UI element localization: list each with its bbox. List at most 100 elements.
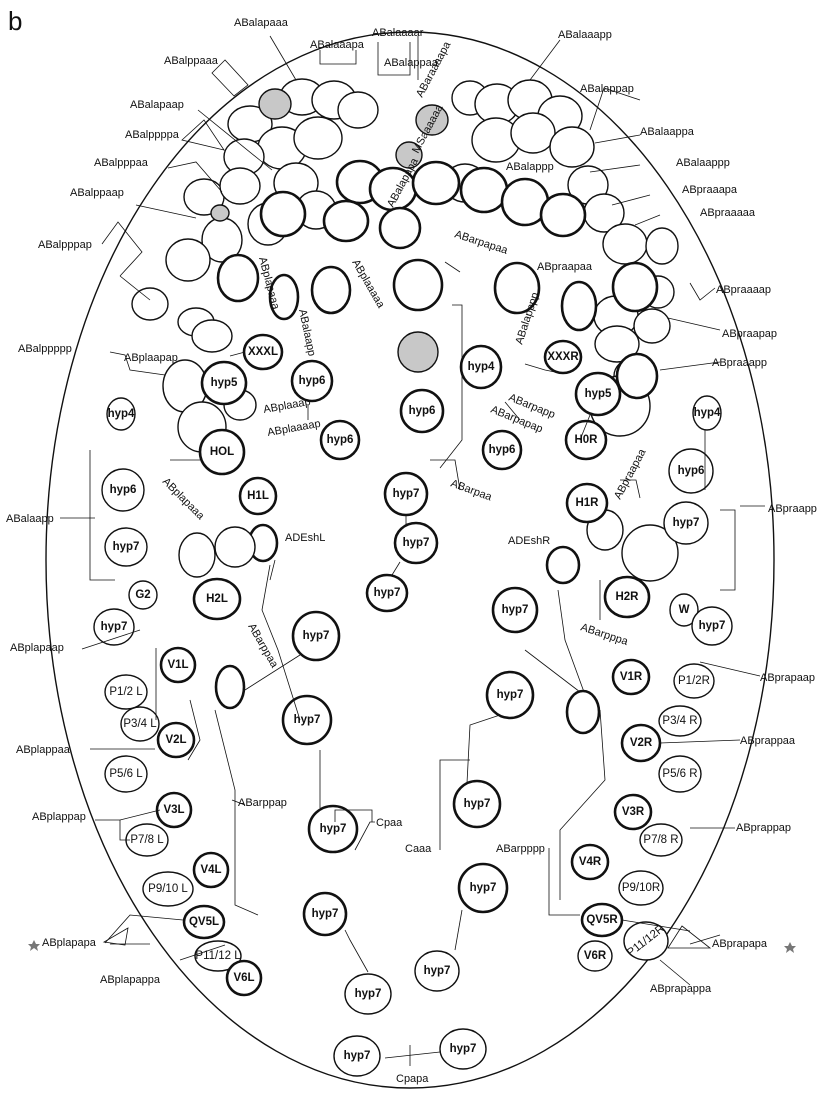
label-hol: HOL [210, 446, 234, 458]
label-hyp6-center: hyp6 [409, 405, 436, 417]
label-hyp7-right-a: hyp7 [673, 517, 700, 529]
cell [562, 282, 596, 330]
label-h2l: H2L [206, 593, 228, 605]
label-hyp7-c4: hyp7 [303, 630, 330, 642]
label-hyp6-left: hyp6 [110, 484, 137, 496]
label-v3r: V3R [622, 806, 645, 818]
lineage-label: ABplapaaa [160, 476, 207, 523]
label-v1r: V1R [620, 671, 643, 683]
cell [413, 162, 459, 204]
lineage-label: ABalppppa [125, 129, 180, 141]
label-hyp7-c2: hyp7 [403, 537, 430, 549]
lineage-label: ABpraaapa [682, 184, 738, 196]
label-qv5l: QV5L [189, 916, 219, 928]
cell [613, 263, 657, 311]
lineage-label: ABprapappa [650, 983, 712, 995]
cell [132, 288, 168, 320]
cell [603, 224, 647, 264]
lineage-label: ABplappap [32, 811, 86, 823]
cell [261, 192, 305, 236]
label-hyp6-center-r: hyp6 [489, 444, 516, 456]
cell [166, 239, 210, 281]
lineage-label: ABarppaa [245, 622, 280, 671]
label-p5-6l: P5/6 L [109, 768, 143, 780]
cell [541, 194, 585, 236]
cell [567, 691, 599, 733]
lineage-label: ABpraaaap [716, 284, 771, 296]
lineage-label: ABpraapaa [537, 261, 593, 273]
cell [634, 309, 670, 343]
cell [511, 113, 555, 153]
label-h2r: H2R [615, 591, 639, 603]
lineage-label: ABarpapaa [453, 228, 510, 257]
lineage-label: ABplappaa [16, 744, 71, 756]
label-v6r: V6R [584, 950, 607, 962]
cell [220, 168, 260, 204]
label-hyp7-c9: hyp7 [344, 1050, 371, 1062]
star-marker-left [28, 940, 40, 951]
lineage-label: ABalpppaa [94, 157, 149, 169]
label-hyp7-c14: hyp7 [497, 689, 524, 701]
label-p5-6r: P5/6 R [662, 768, 697, 780]
cell [192, 320, 232, 352]
lineage-label: ABpraapaa [612, 446, 649, 501]
label-p9-10r: P9/10R [622, 882, 660, 894]
label-p7-8r: P7/8 R [643, 834, 678, 846]
label-v2l: V2L [165, 734, 186, 746]
label-hyp7-c6: hyp7 [320, 823, 347, 835]
lineage-label: ABalpppap [38, 239, 92, 251]
cell [550, 127, 594, 167]
label-hyp7-c13: hyp7 [464, 798, 491, 810]
lineage-label: Cpaa [376, 817, 403, 829]
label-hyp6-center-l: hyp6 [299, 375, 326, 387]
label-hyp7-left-a: hyp7 [113, 541, 140, 553]
label-hyp7-c8: hyp7 [355, 988, 382, 1000]
label-v6l: V6L [233, 972, 254, 984]
label-hyp7-c15: hyp7 [502, 604, 529, 616]
label-h1r: H1R [575, 497, 599, 509]
lineage-label: ABalaappp [676, 157, 730, 169]
label-p7-8l: P7/8 L [130, 834, 164, 846]
cell [324, 201, 368, 241]
lineage-label: ABalappap [580, 83, 634, 95]
lineage-label: ABprapaap [760, 672, 815, 684]
cell [617, 354, 657, 398]
label-hyp7-left-b: hyp7 [101, 621, 128, 633]
label-w: W [679, 604, 690, 616]
cell-grey [211, 205, 229, 221]
lineage-label: ABalppaap [70, 187, 124, 199]
cell [216, 666, 244, 708]
cell [312, 267, 350, 313]
lineage-label: ABplaaaaa [349, 258, 387, 311]
label-p3-4r: P3/4 R [662, 715, 697, 727]
label-hyp6-center-l2: hyp6 [327, 434, 354, 446]
label-hyp4-right: hyp4 [694, 407, 721, 419]
cell [179, 533, 215, 577]
label-hyp7-c5: hyp7 [294, 714, 321, 726]
label-hyp4-left: hyp4 [108, 408, 135, 420]
label-hyp5-left: hyp5 [211, 377, 238, 389]
lineage-label: ABalaaapa [310, 39, 365, 51]
label-h1l: H1L [247, 490, 269, 502]
lineage-label: ABaraaaapa [414, 39, 454, 99]
lineage-label: ABplapapa [42, 937, 97, 949]
cell-grey [259, 89, 291, 119]
label-qv5r: QV5R [586, 914, 618, 926]
star-marker-right [784, 942, 796, 953]
label-hyp7-c11: hyp7 [424, 965, 451, 977]
lineage-label: ABalaaaar [372, 27, 424, 39]
cell [461, 168, 507, 212]
lineage-label: ABalppppp [18, 343, 72, 355]
label-hyp7-c7: hyp7 [312, 908, 339, 920]
label-v4l: V4L [200, 864, 221, 876]
label-xxxl: XXXL [248, 346, 278, 358]
label-xxxr: XXXR [547, 351, 579, 363]
label-v4r: V4R [579, 856, 602, 868]
lineage-label: ABalaapp [6, 513, 54, 525]
cell [380, 208, 420, 248]
cell [294, 117, 342, 159]
lineage-label: ABarpaa [449, 478, 494, 504]
lineage-label: ABpraaaaa [700, 207, 756, 219]
label-hyp7-c10: hyp7 [450, 1043, 477, 1055]
